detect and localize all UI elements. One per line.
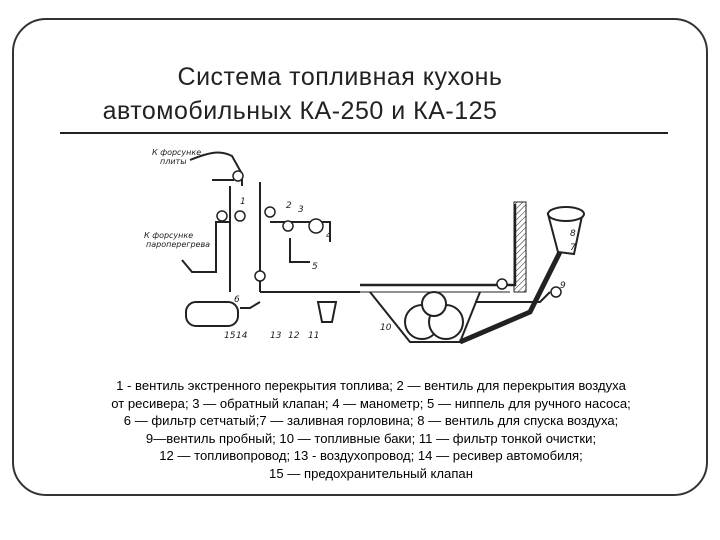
num-15: 15 [224, 331, 236, 341]
caption-line: 12 — топливопровод; 13 - воздухопровод; … [159, 448, 583, 464]
label-superheater-line1: К форсунке [144, 231, 193, 240]
num-10: 10 [380, 323, 392, 333]
slide-title: Система топливная кухонь автомобильных К… [40, 60, 640, 128]
title-divider [60, 132, 668, 134]
num-12: 12 [288, 331, 300, 341]
hatched-wall [513, 201, 527, 293]
num-11: 11 [308, 331, 319, 341]
num-5: 5 [312, 262, 318, 272]
pipe-main-fuel-2 [240, 301, 261, 309]
num-4: 4 [326, 231, 332, 241]
label-superheater-line2: пароперегрева [146, 240, 210, 249]
label-stove-line1: К форсунке [152, 148, 201, 157]
filler-cap [547, 206, 585, 222]
valve-air [264, 206, 276, 218]
slide-frame [12, 18, 708, 496]
pipe-air-2 [289, 238, 310, 263]
tank-cradle [369, 291, 481, 343]
num-14: 14 [236, 331, 248, 341]
num-1: 1 [240, 197, 246, 207]
frame-rail [360, 204, 517, 287]
label-stove-line2: плиты [160, 157, 187, 166]
test-valve [496, 278, 508, 290]
caption-line: 15 — предохранительный клапан [269, 465, 473, 481]
num-2: 2 [286, 201, 292, 211]
valve-bleed [550, 286, 562, 298]
mesh-filter [254, 270, 266, 282]
title-line-2: автомобильных КА-250 и КА-125 [102, 97, 498, 125]
fine-filter [316, 301, 338, 323]
title-line-1: Система топливная кухонь [177, 63, 503, 91]
check-valve [282, 220, 294, 232]
valve-emergency [232, 170, 244, 182]
fuel-system-diagram: К форсунке плиты К форсунке пароперегрев… [144, 148, 585, 345]
receiver-tank [185, 301, 239, 327]
num-6: 6 [234, 295, 240, 305]
caption-line: 6 — фильтр сетчатый;7 — заливная горлови… [123, 413, 619, 429]
num-9: 9 [560, 281, 566, 291]
fuel-tank-3 [421, 291, 447, 317]
pipe-return [475, 291, 551, 303]
pipe-superheater [181, 221, 230, 273]
caption-line: 9—вентиль пробный; 10 — топливные баки; … [145, 430, 597, 446]
pipe-stove [189, 151, 243, 186]
valve-left-2 [234, 210, 246, 222]
valve-left-1 [216, 210, 228, 222]
caption-line: от ресивера; 3 — обратный клапан; 4 — ма… [111, 395, 631, 411]
num-7: 7 [570, 243, 576, 253]
caption-line: 1 - вентиль экстренного перекрытия топли… [116, 378, 626, 393]
num-13: 13 [270, 331, 282, 341]
num-8: 8 [570, 229, 576, 239]
legend-caption: 1 - вентиль экстренного перекрытия топли… [68, 377, 674, 483]
pressure-gauge [308, 218, 324, 234]
num-3: 3 [298, 205, 304, 215]
